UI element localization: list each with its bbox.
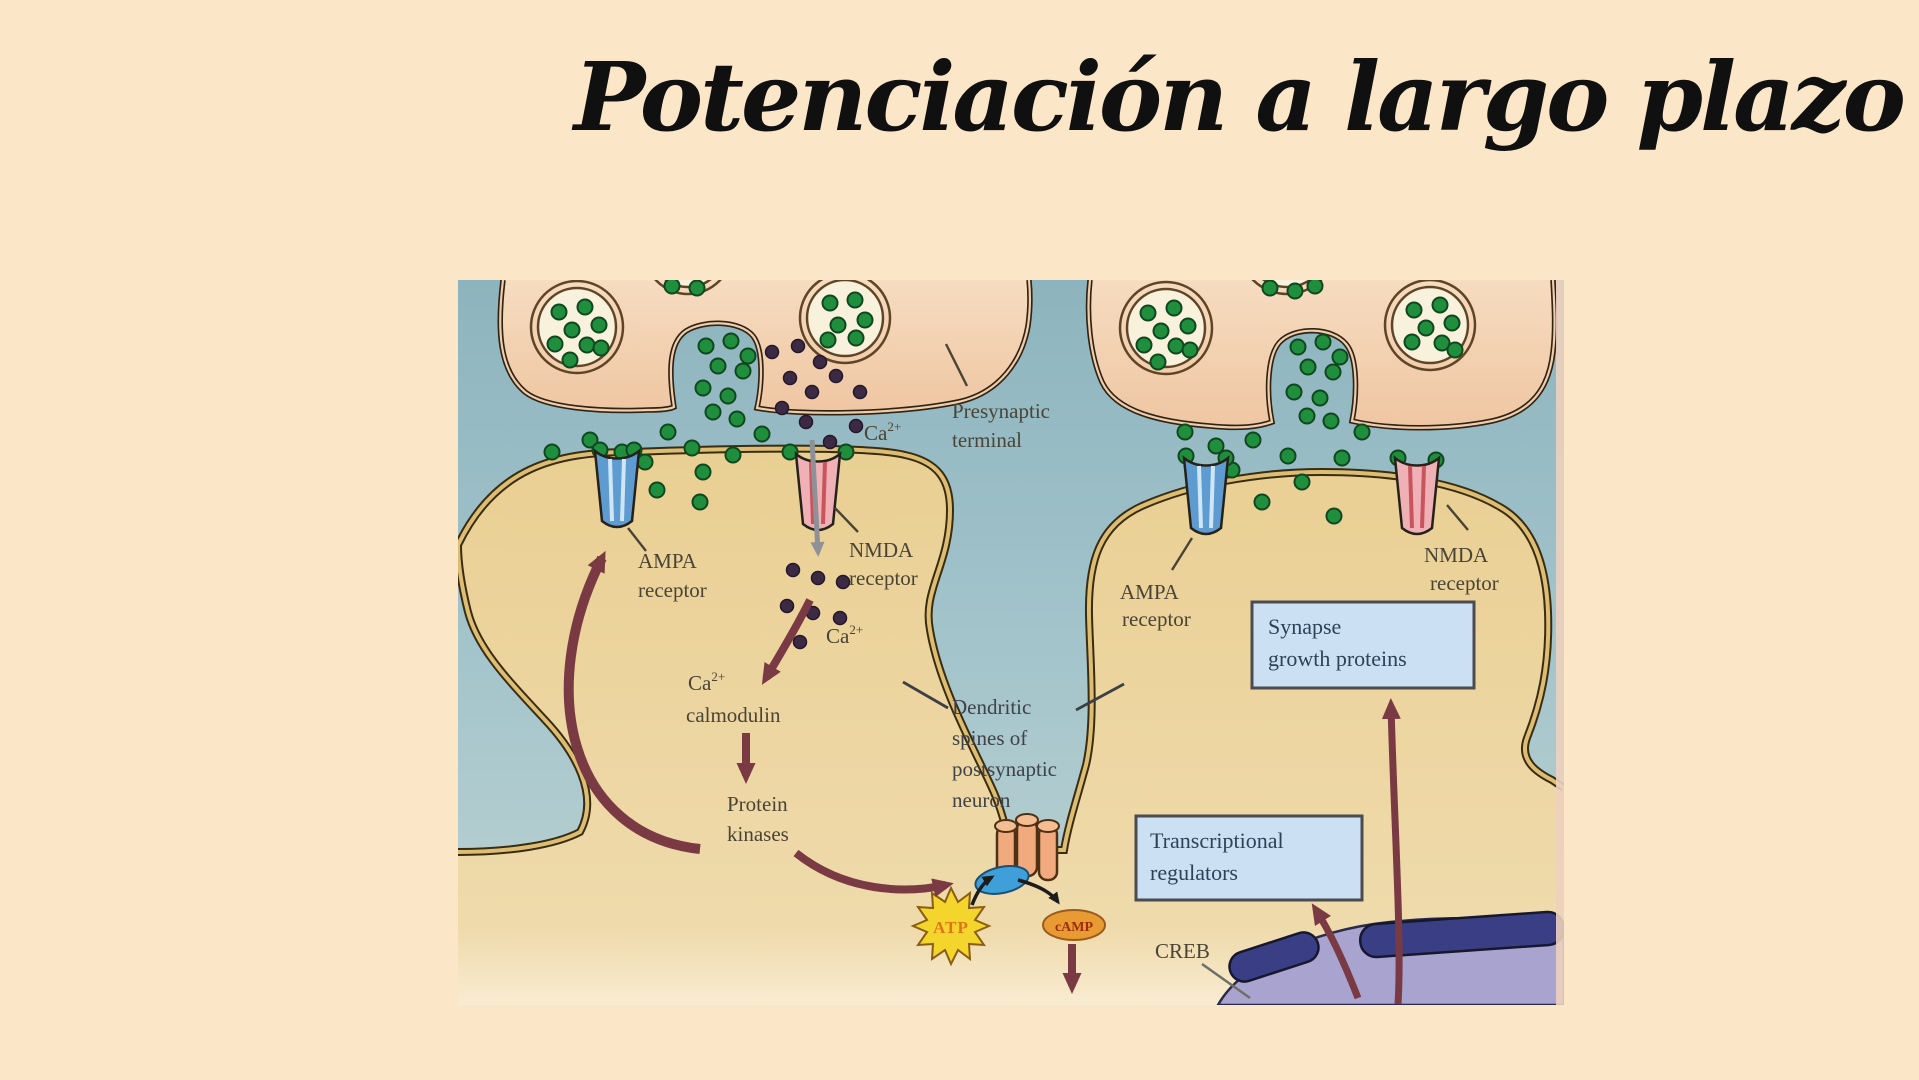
nmda-right-label-line1: NMDA bbox=[1424, 543, 1489, 567]
atp-label: ATP bbox=[933, 918, 969, 937]
synapse-growth-label-line1: Synapse bbox=[1268, 614, 1341, 639]
transcriptional-regulators-box: Transcriptional regulators bbox=[1134, 814, 1364, 902]
ca-cleft-label: Ca2+ bbox=[864, 419, 901, 445]
ampa-receptor-right bbox=[1182, 455, 1230, 536]
camp-production-arrow bbox=[1017, 878, 1060, 905]
dendritic-spines-label-line2: spines of bbox=[952, 726, 1027, 750]
ca-calmodulin-label-line2: calmodulin bbox=[686, 703, 781, 727]
nmda-left-label-line1: NMDA bbox=[849, 538, 914, 562]
ampa-receptor-left bbox=[593, 448, 641, 529]
synapse-growth-label-line2: growth proteins bbox=[1268, 646, 1407, 671]
ltp-diagram: ATP cAMP Synapse growth prot bbox=[458, 280, 1564, 1005]
nucleus bbox=[1216, 910, 1564, 1005]
ca-spine-label: Ca2+ bbox=[826, 622, 863, 648]
ampa-left-label-line2: receptor bbox=[638, 578, 707, 602]
dendritic-spines-label-line1: Dendritic bbox=[952, 695, 1031, 719]
ca-calmodulin-label-line1: Ca2+ bbox=[688, 669, 725, 695]
slide-title: Potenciación a largo plazo bbox=[573, 42, 1906, 153]
atp-star: ATP bbox=[910, 885, 992, 967]
ampa-left-label-line1: AMPA bbox=[638, 549, 698, 573]
protein-kinases-label-line2: kinases bbox=[727, 822, 789, 846]
diagram-labels: Presynaptic terminal Ca2+ AMPA receptor … bbox=[638, 399, 1499, 963]
transcriptional-label-line1: Transcriptional bbox=[1150, 828, 1284, 853]
pointer-lines bbox=[627, 343, 1469, 1000]
ampa-right-label-line2: receptor bbox=[1122, 607, 1191, 631]
g-protein bbox=[974, 865, 1030, 895]
camp-molecule: cAMP bbox=[1042, 909, 1106, 941]
ampa-right-label-line1: AMPA bbox=[1120, 580, 1180, 604]
atp-conversion-arrow bbox=[970, 875, 995, 906]
synapse-growth-proteins-box: Synapse growth proteins bbox=[1250, 600, 1476, 690]
creb-label: CREB bbox=[1155, 939, 1210, 963]
calcium-ions bbox=[764, 338, 868, 650]
signal-arrows bbox=[563, 550, 1403, 1005]
nmda-receptor-left bbox=[794, 451, 842, 532]
nuclear-envelope-segment bbox=[1228, 931, 1320, 983]
transcriptional-label-line2: regulators bbox=[1150, 860, 1238, 885]
presynaptic-terminal-label-line2: terminal bbox=[952, 428, 1022, 452]
postsynaptic-membrane bbox=[458, 444, 1564, 856]
dendritic-spines-label-line4: neuron bbox=[952, 788, 1011, 812]
nmda-receptor-right bbox=[1393, 455, 1441, 536]
figure-edge-strip bbox=[1556, 280, 1564, 1005]
ltp-diagram-svg: ATP cAMP Synapse growth prot bbox=[458, 280, 1564, 1005]
protein-kinases-label-line1: Protein bbox=[727, 792, 788, 816]
presynaptic-terminal-label-line1: Presynaptic bbox=[952, 399, 1050, 423]
calcium-influx-arrow bbox=[809, 439, 825, 557]
nmda-left-label-line2: receptor bbox=[849, 566, 918, 590]
camp-label: cAMP bbox=[1055, 920, 1094, 935]
nmda-right-label-line2: receptor bbox=[1430, 571, 1499, 595]
dendritic-spines-label-line3: postsynaptic bbox=[952, 757, 1057, 781]
